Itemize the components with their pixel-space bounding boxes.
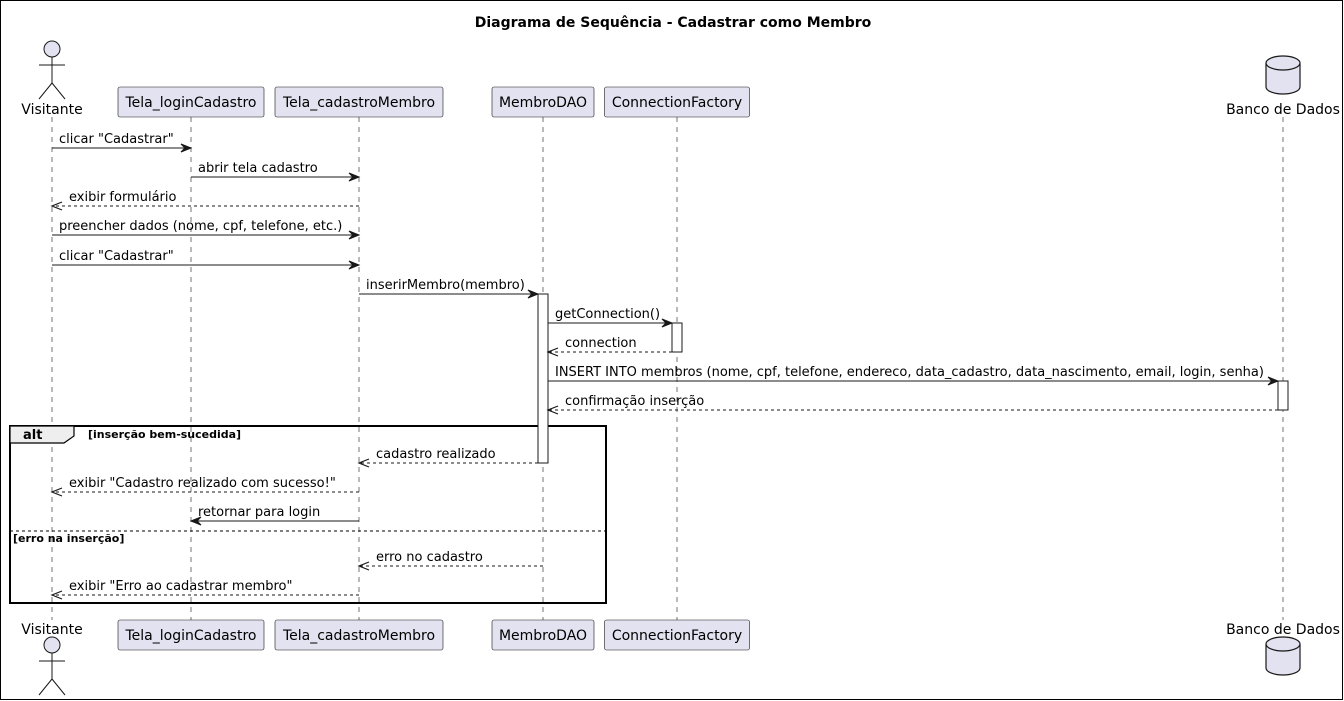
participant-label: Tela_cadastroMembro xyxy=(282,95,435,111)
message-arrowhead xyxy=(357,561,370,571)
participant-box xyxy=(491,619,595,651)
message-label: confirmação inserção xyxy=(565,394,704,409)
message-label: INSERT INTO membros (nome, cpf, telefone… xyxy=(555,365,1264,380)
actor-leg-left xyxy=(38,678,53,696)
message-label: abrir tela cadastro xyxy=(198,161,318,176)
database-cylinder xyxy=(1265,55,1301,95)
message-label: clicar "Cadastrar" xyxy=(59,132,174,147)
participant-cadastro-top: Tela_cadastroMembro xyxy=(274,86,444,118)
message-label: cadastro realizado xyxy=(376,447,496,462)
message-5: clicar "Cadastrar" xyxy=(52,249,361,270)
participant-factory-top: ConnectionFactory xyxy=(604,86,750,118)
message-arrowhead xyxy=(189,516,202,526)
message-4: preencher dados (nome, cpf, telefone, et… xyxy=(52,219,361,240)
message-arrowhead xyxy=(348,260,361,270)
participant-box xyxy=(604,86,750,118)
participant-label: ConnectionFactory xyxy=(612,95,742,111)
database-cylinder-rim xyxy=(1265,62,1301,71)
message-arrowhead xyxy=(50,487,63,497)
database-cylinder-rim xyxy=(1265,643,1301,652)
message-arrowhead xyxy=(546,405,559,415)
message-arrowhead xyxy=(661,318,674,328)
message-6: inserirMembro(membro) xyxy=(359,278,540,299)
alt-guard-label: [inserção bem-sucedida] xyxy=(88,428,241,441)
participant-box xyxy=(274,619,444,651)
message-label: getConnection() xyxy=(555,307,660,322)
message-2: abrir tela cadastro xyxy=(191,161,361,182)
message-10: confirmação inserção xyxy=(546,394,1278,415)
activation-bar-db xyxy=(1277,380,1289,411)
actor-leg-right xyxy=(51,82,66,100)
message-label: inserirMembro(membro) xyxy=(366,278,525,293)
alt-fragment-tab xyxy=(9,425,75,444)
message-11: cadastro realizado xyxy=(357,447,538,468)
message-label: erro no cadastro xyxy=(376,550,483,565)
participant-label: Visitante xyxy=(21,622,82,638)
message-arrowhead xyxy=(180,143,193,153)
diagram-title: Diagrama de Sequência - Cadastrar como M… xyxy=(475,15,872,31)
activation-bar-factory xyxy=(671,322,683,353)
activation-bar-dao xyxy=(537,293,549,464)
message-arrowhead xyxy=(348,172,361,182)
participant-factory-bottom: ConnectionFactory xyxy=(604,619,750,651)
participant-label: Tela_loginCadastro xyxy=(125,95,257,111)
message-label: exibir "Cadastro realizado com sucesso!" xyxy=(69,476,336,491)
participant-box xyxy=(604,619,750,651)
participant-dao-top: MembroDAO xyxy=(491,86,595,118)
message-14: erro no cadastro xyxy=(357,550,543,571)
message-label: exibir "Erro ao cadastrar membro" xyxy=(69,579,292,594)
message-label: connection xyxy=(565,336,637,351)
participant-label: Tela_loginCadastro xyxy=(125,628,257,644)
actor-head xyxy=(43,40,61,58)
participant-label: Banco de Dados xyxy=(1226,622,1340,638)
alt-operator-label: alt xyxy=(23,428,42,443)
actor-head xyxy=(43,636,61,654)
participant-db-bottom: Banco de Dados xyxy=(1226,622,1340,676)
message-label: exibir formulário xyxy=(69,190,176,205)
message-arrowhead xyxy=(1267,376,1280,386)
message-15: exibir "Erro ao cadastrar membro" xyxy=(50,579,359,600)
participant-box xyxy=(491,86,595,118)
message-13: retornar para login xyxy=(189,505,359,526)
actor-leg-left xyxy=(38,82,53,100)
message-1: clicar "Cadastrar" xyxy=(52,132,193,153)
message-arrowhead xyxy=(546,347,559,357)
participant-label: Visitante xyxy=(21,102,82,118)
message-label: preencher dados (nome, cpf, telefone, et… xyxy=(59,219,342,234)
participant-box xyxy=(117,86,265,118)
message-9: INSERT INTO membros (nome, cpf, telefone… xyxy=(548,365,1280,386)
participant-box xyxy=(117,619,265,651)
message-arrowhead xyxy=(50,201,63,211)
participant-box xyxy=(274,86,444,118)
participant-login-top: Tela_loginCadastro xyxy=(117,86,265,118)
message-12: exibir "Cadastro realizado com sucesso!" xyxy=(50,476,359,497)
message-8: connection xyxy=(546,336,672,357)
message-7: getConnection() xyxy=(548,307,674,328)
message-arrowhead xyxy=(357,458,370,468)
participant-login-bottom: Tela_loginCadastro xyxy=(117,619,265,651)
participant-db-top: Banco de Dados xyxy=(1226,55,1340,118)
participant-visitante-top: Visitante xyxy=(21,40,83,118)
participant-label: Tela_cadastroMembro xyxy=(282,628,435,644)
alt-fragment xyxy=(9,425,607,604)
message-label: retornar para login xyxy=(198,505,320,520)
participant-label: ConnectionFactory xyxy=(612,628,742,644)
message-arrowhead xyxy=(50,590,63,600)
participant-label: MembroDAO xyxy=(499,628,587,644)
participant-dao-bottom: MembroDAO xyxy=(491,619,595,651)
message-3: exibir formulário xyxy=(50,190,359,211)
participant-visitante-bottom: Visitante xyxy=(21,622,83,696)
participant-label: Banco de Dados xyxy=(1226,102,1340,118)
participant-label: MembroDAO xyxy=(499,95,587,111)
database-cylinder xyxy=(1265,636,1301,676)
message-label: clicar "Cadastrar" xyxy=(59,249,174,264)
actor-leg-right xyxy=(51,678,66,696)
message-arrowhead xyxy=(527,289,540,299)
message-arrowhead xyxy=(348,230,361,240)
participant-cadastro-bottom: Tela_cadastroMembro xyxy=(274,619,444,651)
alt-else-guard-label: [erro na inserção] xyxy=(13,532,124,545)
